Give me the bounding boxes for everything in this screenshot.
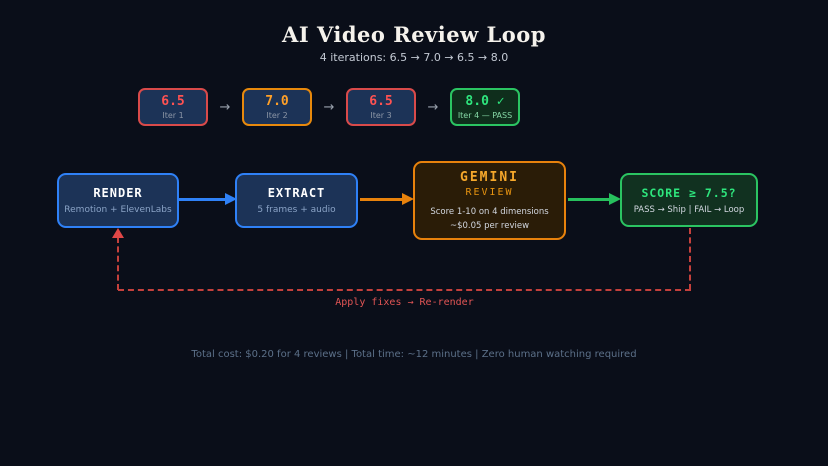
arrowhead-icon [402,193,414,205]
node-subtitle: REVIEW [465,187,514,198]
iteration-box-3: 6.5 Iter 3 [346,88,416,126]
iteration-box-2: 7.0 Iter 2 [242,88,312,126]
node-title: RENDER [93,186,143,200]
node-subtitle: PASS → Ship | FAIL → Loop [633,204,745,215]
node-detail-line: Score 1-10 on 4 dimensions [430,207,549,217]
gemini-node: GEMINI REVIEW Score 1-10 on 4 dimensions… [413,161,566,240]
node-title: EXTRACT [267,186,326,200]
diagram-subtitle: 4 iterations: 6.5 → 7.0 → 6.5 → 8.0 [319,51,509,64]
node-detail-line: ~$0.05 per review [449,221,530,231]
flow-arrow-extract-to-gemini [360,198,403,201]
flow-arrow-render-to-extract [179,198,226,201]
right-arrow-icon: → [323,99,335,115]
iteration-box-4: 8.0 ✓ Iter 4 — PASS [450,88,520,126]
iteration-box-1: 6.5 Iter 1 [138,88,208,126]
iteration-score: 8.0 ✓ [465,94,505,109]
iteration-label: Iter 4 — PASS [457,111,513,120]
node-subtitle: 5 frames + audio [257,205,336,215]
iteration-strip: 6.5 Iter 1 → 7.0 Iter 2 → 6.5 Iter 3 → 8… [138,88,520,126]
footer-note: Total cost: $0.20 for 4 reviews | Total … [191,349,637,360]
node-title: GEMINI [460,170,519,185]
feedback-loop-label: Apply fixes → Re-render [335,297,474,308]
diagram-title: AI Video Review Loop [282,22,546,47]
right-arrow-icon: → [219,99,231,115]
render-node: RENDER Remotion + ElevenLabs [57,173,179,228]
extract-node: EXTRACT 5 frames + audio [235,173,358,228]
node-title: SCORE ≥ 7.5? [641,185,737,200]
feedback-loop-line-left [117,237,119,290]
right-arrow-icon: → [427,99,439,115]
score-node: SCORE ≥ 7.5? PASS → Ship | FAIL → Loop [620,173,758,227]
iteration-score: 7.0 [265,94,289,109]
arrowhead-icon [609,193,621,205]
up-arrowhead-icon [112,228,124,238]
flow-arrow-gemini-to-score [568,198,610,201]
node-subtitle: Remotion + ElevenLabs [64,205,172,215]
iteration-label: Iter 1 [162,111,184,120]
arrowhead-icon [225,193,237,205]
feedback-loop-line-right [689,228,691,290]
iteration-score: 6.5 [161,94,185,109]
iteration-label: Iter 3 [370,111,392,120]
iteration-score: 6.5 [369,94,393,109]
iteration-label: Iter 2 [266,111,288,120]
feedback-loop-line-bottom [118,289,691,291]
